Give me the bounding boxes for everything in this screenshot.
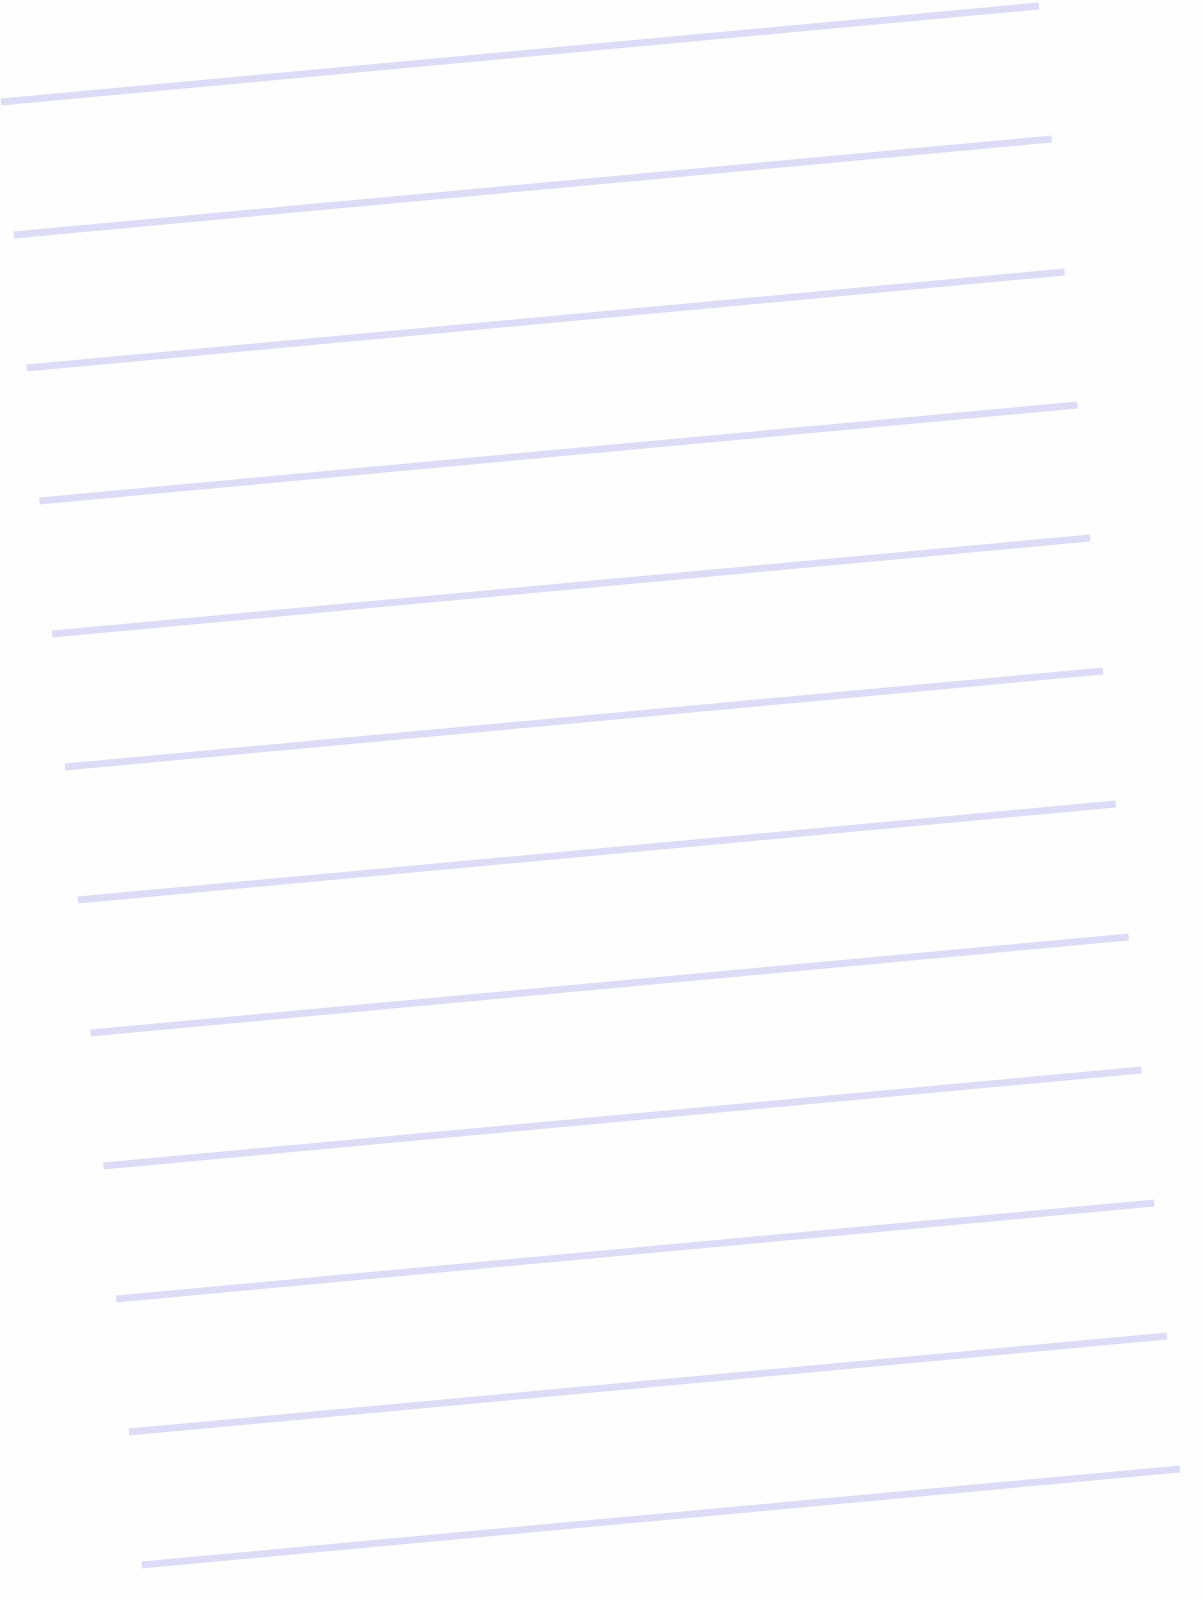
ruled-line bbox=[39, 401, 1078, 505]
ruled-line bbox=[64, 667, 1104, 771]
ruled-line bbox=[0, 2, 1040, 106]
ruled-line bbox=[141, 1465, 1181, 1569]
ruled-line bbox=[77, 800, 1117, 904]
ruled-line bbox=[51, 534, 1091, 638]
ruled-line bbox=[115, 1199, 1155, 1303]
ruled-line bbox=[128, 1332, 1168, 1436]
ruled-line bbox=[13, 135, 1053, 239]
ruled-line bbox=[90, 933, 1129, 1037]
ruled-line bbox=[26, 268, 1065, 372]
ruled-line bbox=[103, 1066, 1142, 1170]
